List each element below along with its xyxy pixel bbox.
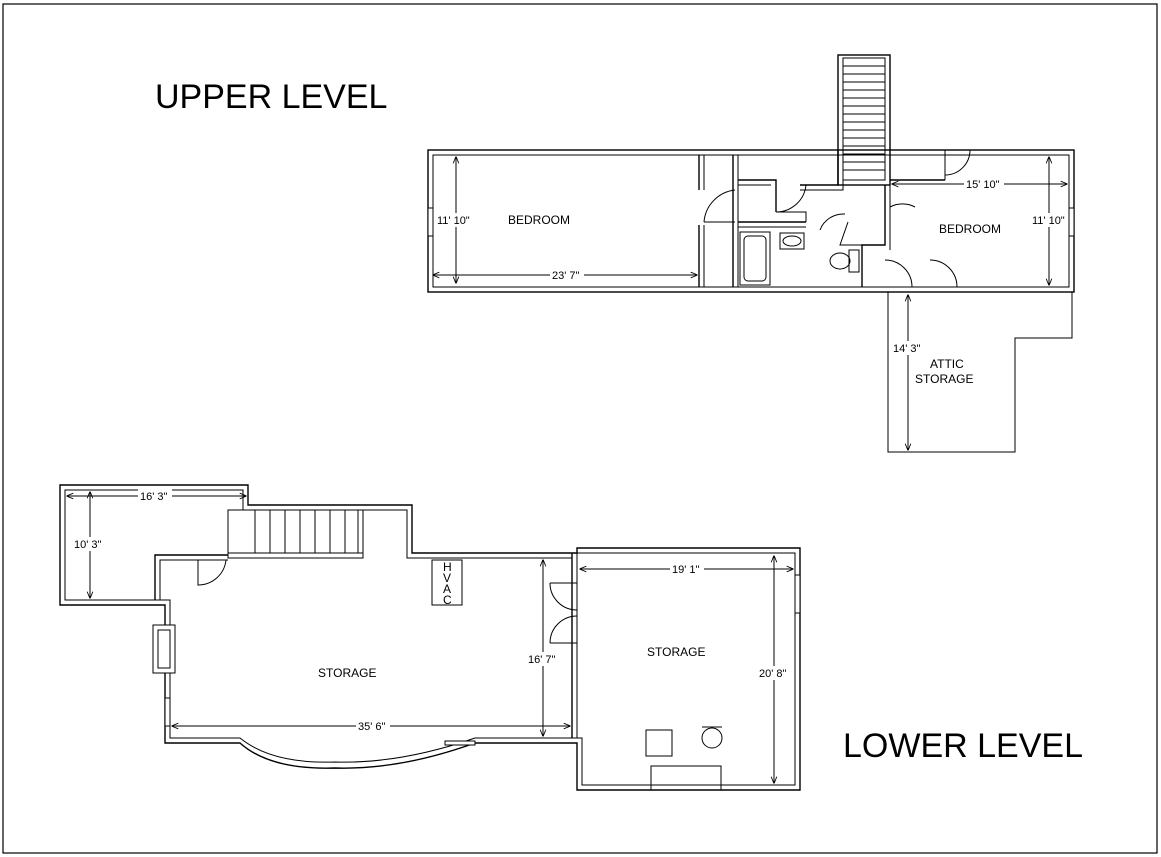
storage-sink <box>701 727 723 749</box>
storage-fixture-box <box>645 729 673 757</box>
dim-main-height: 16' 7" <box>528 654 556 666</box>
bath-door <box>775 184 807 213</box>
page-border <box>2 3 1158 854</box>
dim-nook-width: 16' 3" <box>140 491 168 503</box>
lower-dimension-lines <box>67 492 793 783</box>
upper-dimension-lines <box>433 157 1067 450</box>
hvac-letter-c: C <box>443 593 452 607</box>
dim-bedroom-right-height: 11' 10" <box>1032 215 1065 227</box>
room-label-attic-storage: STORAGE <box>915 372 973 386</box>
hvac-letter-h: H <box>443 560 452 574</box>
upper-level-plan <box>427 54 1075 453</box>
closet-door <box>703 189 736 223</box>
room-label-storage-main: STORAGE <box>318 666 376 680</box>
hvac-unit <box>431 559 463 606</box>
dim-main-width: 35' 6" <box>358 721 386 733</box>
room-label-storage-right: STORAGE <box>647 645 705 659</box>
bathtub <box>739 231 771 286</box>
room-label-bedroom-right: BEDROOM <box>939 222 1001 236</box>
bath-sink <box>779 232 805 250</box>
lower-level-plan <box>59 484 801 791</box>
lower-stair-treads <box>254 510 359 553</box>
dim-right-height: 20' 8" <box>759 668 787 680</box>
dim-bedroom-left-width: 23' 7" <box>552 270 580 282</box>
hvac-letter-v: V <box>443 571 451 585</box>
room-label-bedroom-left: BEDROOM <box>508 213 570 227</box>
dim-nook-height: 10' 3" <box>74 539 102 551</box>
lower-level-title: LOWER LEVEL <box>843 727 1083 765</box>
upper-stair-treads <box>843 65 885 171</box>
attic-storage-outline <box>887 292 1073 453</box>
dim-bedroom-left-height: 11' 10" <box>437 215 470 227</box>
dim-right-width: 19' 1" <box>672 564 700 576</box>
room-label-attic: ATTIC <box>930 357 964 371</box>
upper-level-title: UPPER LEVEL <box>155 78 387 116</box>
storage-counter <box>650 765 722 791</box>
dim-attic-height: 14' 3" <box>893 343 921 355</box>
right-bedroom-door <box>889 203 916 208</box>
dim-bedroom-right-width: 15' 10" <box>966 179 1000 191</box>
hvac-letter-a: A <box>443 582 451 596</box>
toilet <box>848 249 860 273</box>
